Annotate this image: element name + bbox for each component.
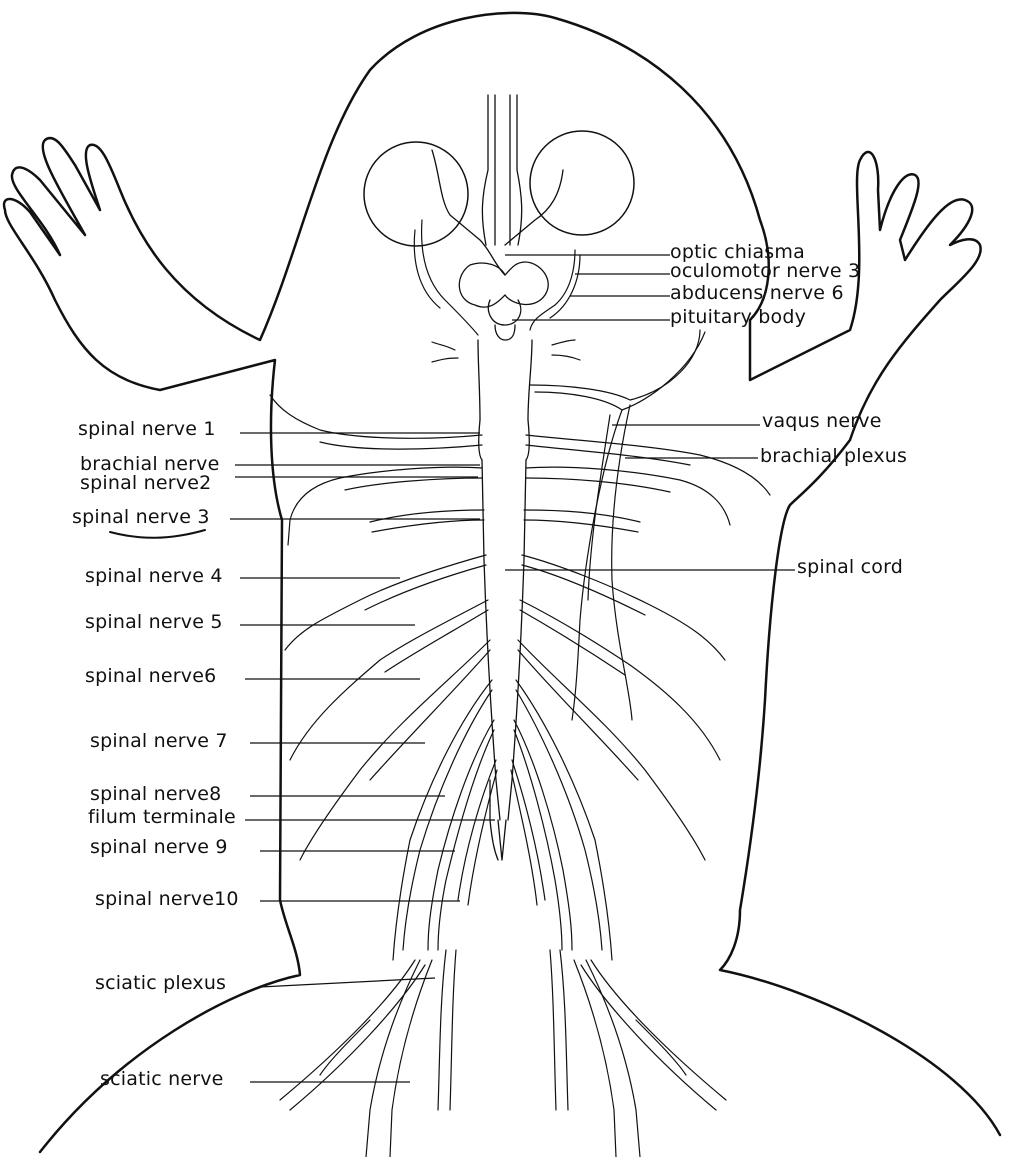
label-sciatic-nerve: sciatic nerve: [100, 1070, 224, 1089]
underline-stroke: [110, 530, 205, 538]
cranial-nerves: [414, 220, 705, 720]
label-spinal-nerve-2: spinal nerve2: [80, 474, 211, 493]
label-spinal-nerve-5: spinal nerve 5: [85, 613, 223, 632]
label-pituitary-body: pituitary body: [670, 308, 806, 327]
label-spinal-cord: spinal cord: [797, 558, 903, 577]
label-spinal-nerve-9: spinal nerve 9: [90, 838, 228, 857]
label-spinal-nerve-8: spinal nerve8: [90, 785, 221, 804]
label-spinal-nerve-10: spinal nerve10: [95, 890, 239, 909]
label-sciatic-plexus: sciatic plexus: [95, 974, 226, 993]
label-oculomotor-nerve: oculomotor nerve 3: [670, 262, 860, 281]
left-eye: [364, 142, 468, 246]
right-spinal-nerves: [511, 435, 770, 1157]
label-spinal-nerve-4: spinal nerve 4: [85, 567, 223, 586]
olfactory-tract: [482, 95, 521, 245]
label-spinal-nerve-6: spinal nerve6: [85, 667, 216, 686]
label-spinal-nerve-7: spinal nerve 7: [90, 732, 228, 751]
label-brachial-plexus: brachial plexus: [760, 447, 907, 466]
left-spinal-nerves: [270, 395, 497, 1157]
label-spinal-nerve-1: spinal nerve 1: [78, 420, 216, 439]
leader-lines: [230, 255, 795, 1082]
label-abducens-nerve: abducens nerve 6: [670, 284, 844, 303]
brain: [432, 150, 563, 460]
right-eye: [530, 131, 634, 235]
label-vagus-nerve: vaqus nerve: [762, 412, 882, 431]
label-spinal-nerve-3: spinal nerve 3: [72, 508, 210, 527]
label-filum-terminale: filum terminale: [88, 808, 236, 827]
